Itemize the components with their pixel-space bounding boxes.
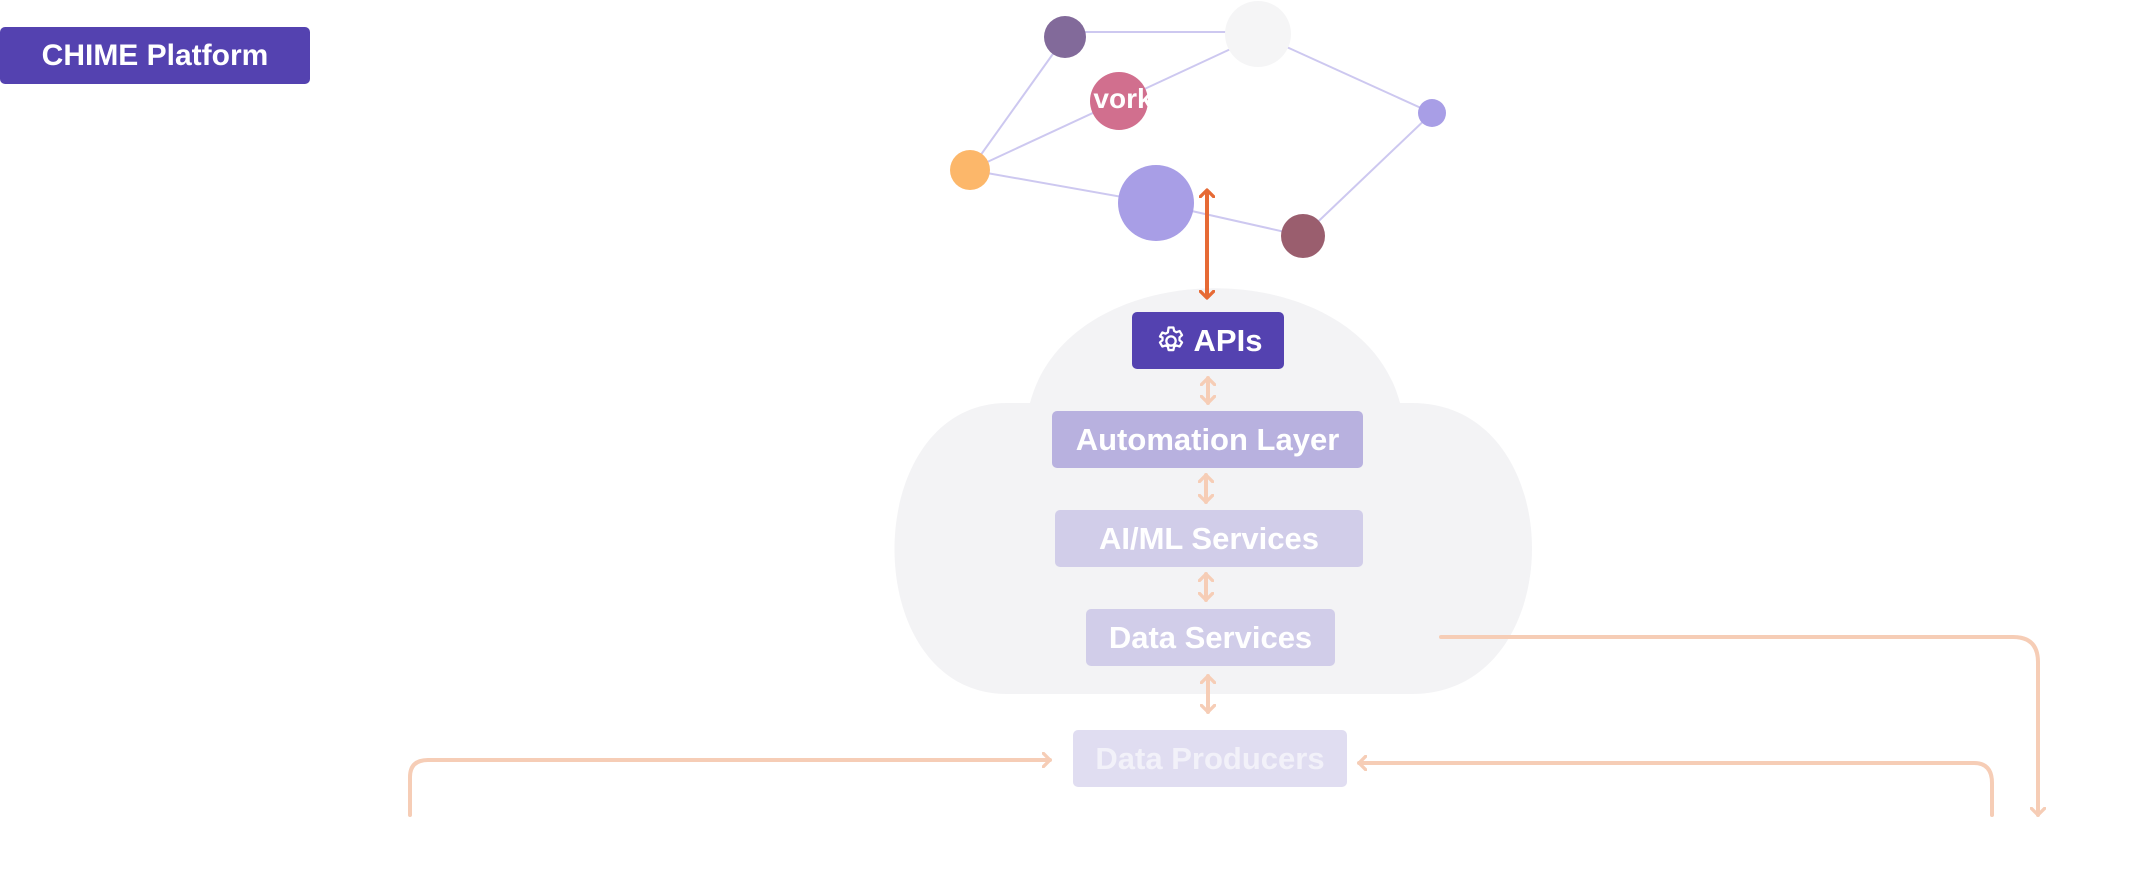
automation-layer: Automation Layer bbox=[1052, 411, 1363, 468]
network-node bbox=[1118, 165, 1194, 241]
gear-icon bbox=[1158, 325, 1183, 351]
network-edge bbox=[969, 36, 1066, 171]
network-graph bbox=[969, 31, 1433, 237]
platform-label: CHIME Platform bbox=[0, 27, 310, 84]
aiml-services-layer: AI/ML Services bbox=[1055, 510, 1363, 567]
network-node bbox=[1044, 16, 1086, 58]
apis-layer: APIs bbox=[1132, 312, 1284, 369]
data-services-layer: Data Services bbox=[1086, 609, 1335, 666]
network-node bbox=[1418, 99, 1446, 127]
apis-label: APIs bbox=[1193, 322, 1263, 358]
right-input-arrow bbox=[1357, 763, 1994, 817]
network-node bbox=[1090, 72, 1148, 130]
data-producers-layer: Data Producers bbox=[1073, 730, 1347, 787]
network-edge bbox=[1302, 112, 1433, 237]
network-node bbox=[1281, 214, 1325, 258]
data-services-output-arrow bbox=[1439, 635, 2038, 817]
left-input-arrow bbox=[408, 760, 1052, 817]
network-node bbox=[1225, 1, 1291, 67]
network-node-label: vork bbox=[1093, 84, 1153, 114]
network-node bbox=[950, 150, 990, 190]
